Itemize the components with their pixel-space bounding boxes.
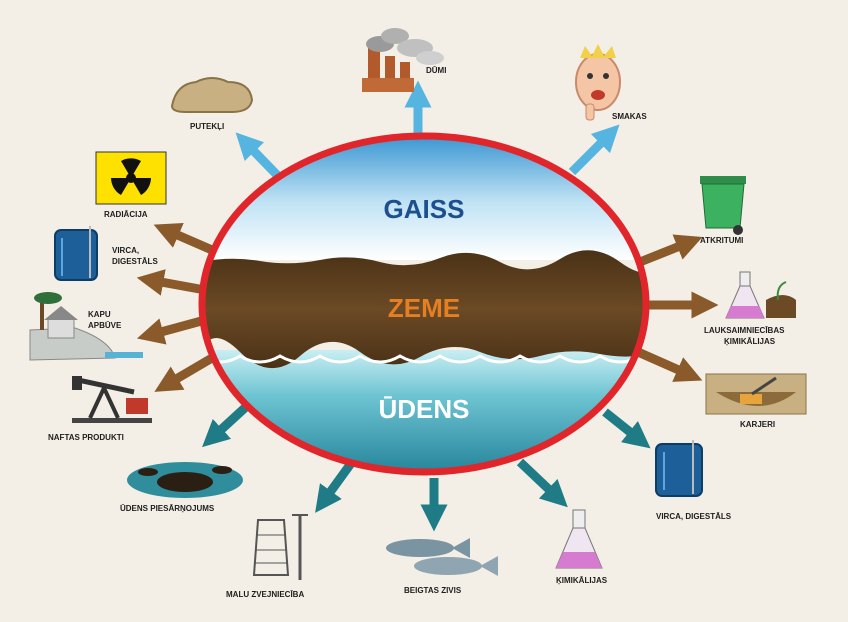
- label-lauks-1: LAUKSAIMNIECĪBAS: [704, 326, 785, 335]
- label-putekli: PUTEKĻI: [190, 122, 225, 131]
- factory-icon: [362, 28, 444, 92]
- label-virca-left-1: VIRCA,: [112, 246, 140, 255]
- air-arrows: [235, 80, 620, 180]
- arrow-putekli: [235, 132, 282, 180]
- quarry-excavator-icon: [705, 373, 807, 415]
- label-smakas: SMAKAS: [612, 112, 647, 121]
- lab-flask-plant-icon: [725, 271, 796, 319]
- center-ring: [198, 132, 650, 476]
- arrow-radiacija: [153, 223, 214, 255]
- center-oval: [202, 136, 646, 472]
- arrow-naftas: [154, 354, 215, 392]
- radiation-icon: [95, 151, 167, 205]
- label-virca-right: VIRCA, DIGESTĀLS: [656, 512, 732, 521]
- label-atkritumi: ATKRITUMI: [700, 236, 744, 245]
- label-kapu-2: APBŪVE: [88, 321, 122, 330]
- arrow-karjeri: [636, 347, 703, 382]
- arrow-virca-right: [602, 408, 651, 449]
- fish-trap-icon: [252, 514, 308, 580]
- trash-bin-icon: [700, 176, 746, 235]
- land-arrows: [136, 223, 719, 392]
- oil-pump-icon: [72, 376, 152, 423]
- cemetery-icon: [29, 292, 143, 361]
- label-karjeri: KARJERI: [740, 420, 776, 429]
- water-arrows: [202, 401, 651, 532]
- label-virca-left-2: DIGESTĀLS: [112, 257, 158, 266]
- arrow-atkritumi: [638, 234, 703, 267]
- arrow-smakas: [568, 124, 620, 176]
- air-label: GAISS: [383, 194, 465, 224]
- label-lauks-2: ĶIMIKĀLIJAS: [724, 337, 776, 346]
- label-radiacija: RADIĀCIJA: [104, 210, 148, 219]
- flask-icon: [555, 509, 603, 569]
- smelly-face-icon: [575, 44, 621, 121]
- label-beigtas: BEIGTAS ZIVIS: [404, 586, 462, 595]
- storage-tank-right-icon: [655, 440, 703, 497]
- label-dumi: DŪMI: [426, 66, 447, 75]
- land-label: ZEME: [387, 293, 461, 323]
- arrow-malu: [315, 459, 356, 513]
- dust-pile-icon: [170, 77, 254, 113]
- arrow-virca-left: [136, 269, 206, 296]
- label-naftas: NAFTAS PRODUKTI: [48, 433, 124, 442]
- oil-spill-icon: [127, 462, 243, 498]
- arrow-kimikalijas: [516, 458, 568, 508]
- arrow-kapu: [136, 315, 207, 345]
- label-kimikalijas: ĶIMIKĀLIJAS: [556, 576, 608, 585]
- label-malu: MALU ZVEJNIECĪBA: [226, 590, 305, 599]
- label-kapu-1: KAPU: [88, 310, 111, 319]
- arrow-udens-piesarnojums: [202, 401, 252, 448]
- dead-fish-icon: [386, 538, 498, 576]
- storage-tank-left-icon: [54, 226, 98, 281]
- water-label: ŪDENS: [378, 394, 470, 424]
- label-udens-piesarnojums: ŪDENS PIESĀRŅOJUMS: [120, 504, 215, 513]
